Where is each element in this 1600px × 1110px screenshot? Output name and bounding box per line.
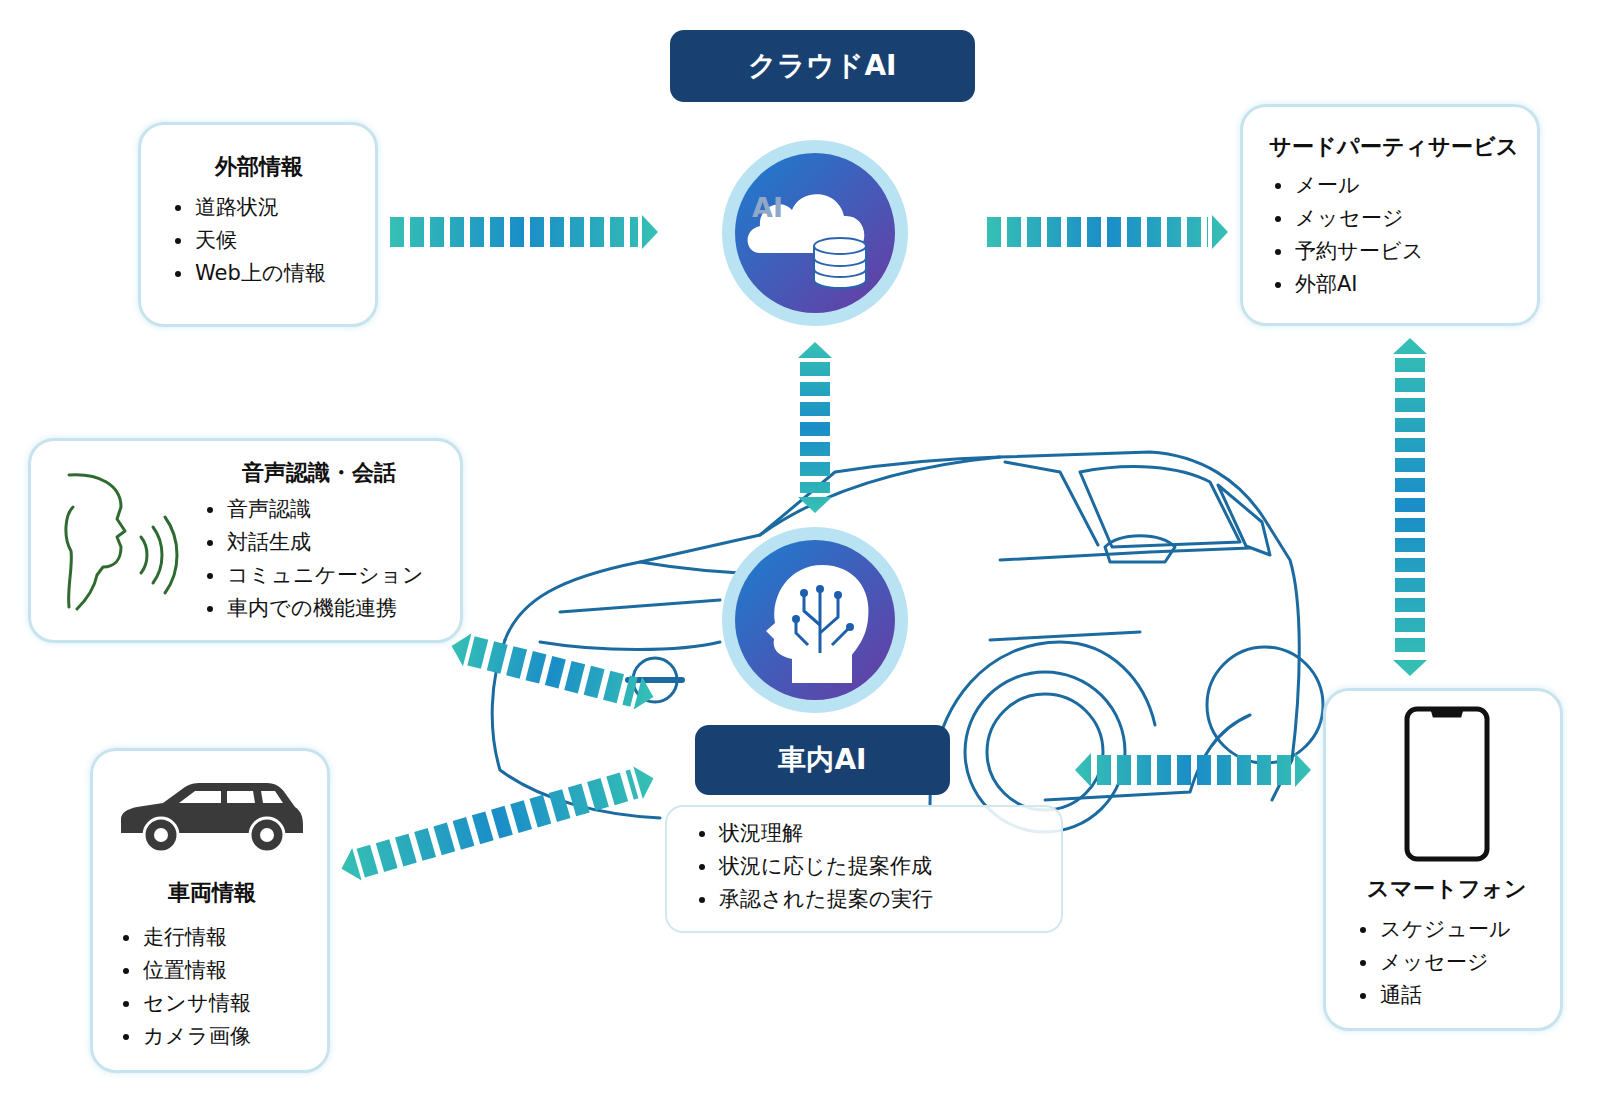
info-box: 音声認識・会話音声認識対話生成コミュニケーション車内での機能連携	[28, 438, 463, 643]
info-box: 車両情報走行情報位置情報センサ情報カメラ画像	[90, 748, 330, 1073]
title-label: 車内AI	[695, 725, 950, 795]
title-label: クラウドAI	[670, 30, 975, 102]
bullet-item: 走行情報	[117, 921, 307, 954]
bullet-item: 予約サービス	[1269, 235, 1519, 268]
icon-text: AI	[752, 192, 783, 223]
flow-arrow	[390, 215, 658, 249]
info-box: スマートフォンスケジュールメッセージ通話	[1323, 688, 1563, 1031]
bullet-item: 音声認識	[201, 493, 436, 526]
bullet-item: 車内での機能連携	[201, 592, 436, 625]
info-box: 外部情報道路状況天候Web上の情報	[138, 122, 378, 327]
bullet-panel: 状況理解状況に応じた提案作成承認された提案の実行	[665, 805, 1063, 933]
vehicle-icon	[117, 781, 307, 855]
box-heading: スマートフォン	[1354, 873, 1540, 905]
icon-holder	[59, 467, 189, 617]
icon-holder	[1402, 705, 1492, 863]
box-heading: サードパーティサービス	[1269, 131, 1519, 163]
bullet-item: メール	[1269, 169, 1519, 202]
node-title: 車内AI	[778, 741, 866, 779]
bullet-item: 天候	[169, 224, 349, 257]
bullet-item: 対話生成	[201, 526, 436, 559]
smartphone-icon	[1402, 705, 1492, 863]
bullet-item: 承認された提案の実行	[693, 883, 1035, 916]
cloud-ai-node: クラウドAI	[670, 30, 975, 330]
bullet-item: 状況理解	[693, 817, 1035, 850]
bullet-item: メッセージ	[1354, 946, 1540, 979]
flow-arrow	[798, 342, 832, 513]
flow-arrow	[447, 629, 657, 713]
box-heading: 車両情報	[117, 877, 307, 909]
icon-holder	[117, 781, 307, 855]
flow-arrow	[1393, 338, 1427, 676]
node-title: クラウドAI	[748, 47, 896, 85]
bullet-item: コミュニケーション	[201, 559, 436, 592]
icon-holder	[720, 138, 910, 328]
box-heading: 音声認識・会話	[201, 457, 436, 489]
bullet-item: スケジュール	[1354, 913, 1540, 946]
bullet-item: 状況に応じた提案作成	[693, 850, 1035, 883]
bullet-item: 通話	[1354, 979, 1540, 1012]
cloud-ai-icon	[720, 138, 910, 328]
flow-arrow	[1075, 753, 1311, 787]
in-car-ai-node: 車内AI 状況理解状況に応じた提案作成承認された提案の実行	[665, 525, 1063, 933]
bullet-item: カメラ画像	[117, 1020, 307, 1053]
bullet-item: 外部AI	[1269, 268, 1519, 301]
bullet-item: 位置情報	[117, 954, 307, 987]
icon-holder	[720, 525, 910, 715]
bullet-item: Web上の情報	[169, 257, 349, 290]
speaker-face-icon	[59, 467, 189, 617]
bullet-item: メッセージ	[1269, 202, 1519, 235]
flow-arrow	[337, 762, 658, 885]
info-box: サードパーティサービスメールメッセージ予約サービス外部AI	[1240, 104, 1540, 326]
bullet-item: 道路状況	[169, 191, 349, 224]
box-heading: 外部情報	[169, 151, 349, 183]
in-car-ai-icon	[720, 525, 910, 715]
flow-arrow	[987, 215, 1228, 249]
bullet-item: センサ情報	[117, 987, 307, 1020]
